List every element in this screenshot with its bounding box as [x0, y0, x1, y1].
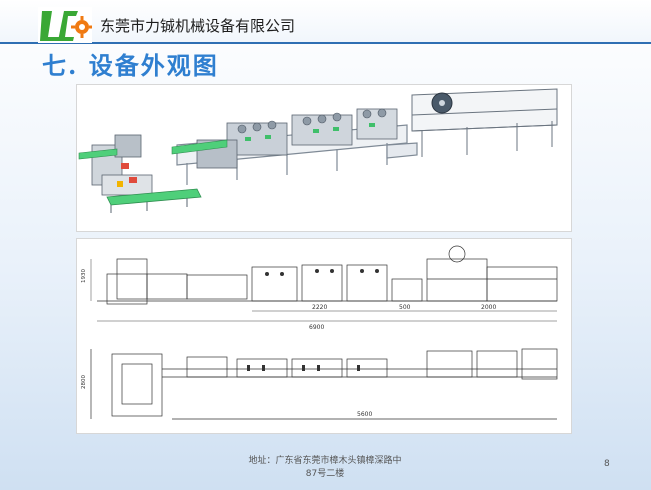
dim-label: 5600	[357, 411, 372, 418]
slide-title: 七. 设备外观图	[42, 51, 219, 80]
dim-label: 2000	[481, 304, 496, 311]
height-label: 1930	[81, 269, 87, 283]
dim-label: 6900	[309, 324, 324, 331]
page-number: 8	[604, 459, 610, 469]
company-logo	[38, 7, 92, 43]
machine-engineering-drawing: 2220 500 2000 6900 1930 5600 2800	[76, 238, 572, 434]
dim-label: 500	[399, 304, 411, 311]
footer-address: 地址：广东省东莞市樟木头镇樟深路中 87号二楼	[200, 455, 450, 481]
height-label: 2800	[81, 375, 87, 389]
machine-3d-illustration	[78, 88, 558, 213]
dim-label: 2220	[312, 304, 327, 311]
machine-drawing-illustration: 2220 500 2000 6900 1930 5600 2800	[81, 245, 558, 420]
machine-3d-render	[76, 84, 572, 232]
company-name: 东莞市力铖机械设备有限公司	[100, 17, 296, 35]
address-line: 87号二楼	[305, 469, 345, 479]
header-bar	[0, 0, 651, 44]
address-line: 地址：广东省东莞市樟木头镇樟深路中	[248, 456, 402, 466]
